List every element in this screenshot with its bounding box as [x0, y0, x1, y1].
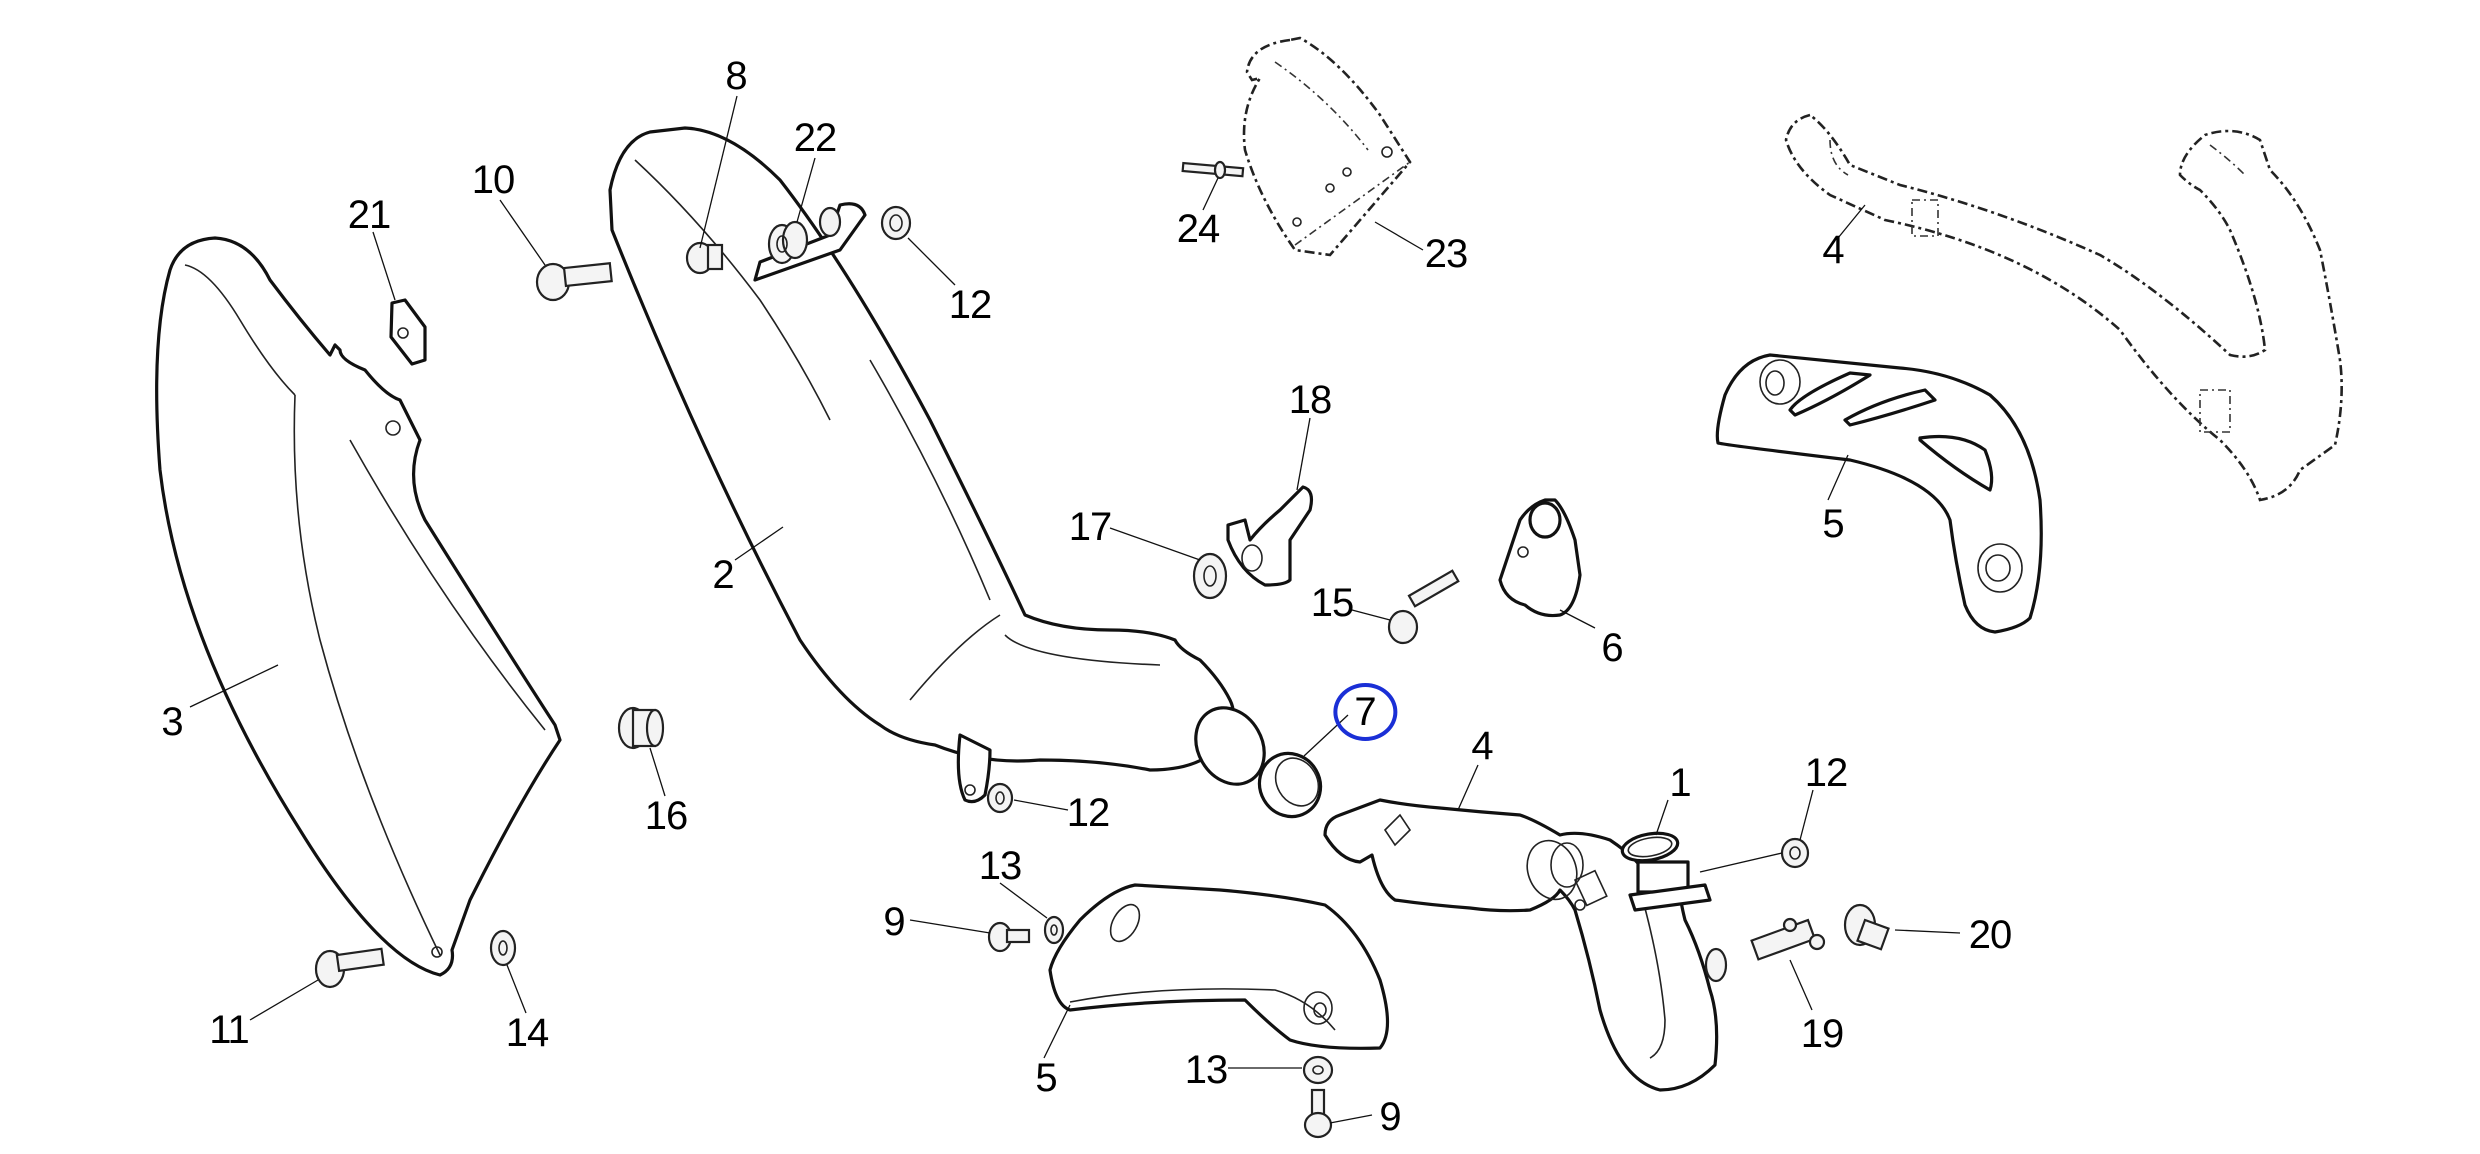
part-6-clamp[interactable]: [1498, 498, 1582, 618]
part-9-screw-bottom[interactable]: [1303, 1088, 1333, 1139]
leader-lines: [189, 95, 1961, 1124]
callout-6[interactable]: 6: [1601, 626, 1623, 670]
part-13-washer-left[interactable]: [1043, 915, 1065, 945]
part-21-square-nut[interactable]: [389, 298, 427, 366]
part-10-flange-bolt[interactable]: [535, 262, 613, 302]
callout-1[interactable]: 1: [1669, 761, 1691, 805]
callout-21[interactable]: 21: [347, 193, 391, 237]
callout-13-left[interactable]: 13: [978, 844, 1022, 888]
part-7-sleeve[interactable]: [1248, 742, 1332, 827]
callout-17[interactable]: 17: [1068, 505, 1112, 549]
callout-18[interactable]: 18: [1288, 378, 1332, 422]
part-5-heat-shield-right[interactable]: [1715, 353, 2043, 634]
part-15-bolt[interactable]: [1387, 569, 1460, 645]
callout-4-muffler[interactable]: 4: [1471, 724, 1493, 768]
callout-20[interactable]: 20: [1968, 913, 2012, 957]
callout-24[interactable]: 24: [1176, 207, 1220, 251]
callout-9-left[interactable]: 9: [883, 900, 905, 944]
part-1-gasket[interactable]: [1620, 829, 1680, 864]
callout-12-right[interactable]: 12: [1804, 751, 1848, 795]
part-17-washer[interactable]: [1192, 552, 1228, 600]
callout-4-header-alt[interactable]: 4: [1822, 228, 1844, 272]
callout-7-selected[interactable]: 7: [1354, 690, 1376, 734]
callout-2[interactable]: 2: [712, 553, 734, 597]
callout-15[interactable]: 15: [1310, 581, 1354, 625]
callout-5-lower[interactable]: 5: [1035, 1056, 1057, 1100]
part-3-side-cover[interactable]: [155, 236, 562, 977]
part-13-washer-bottom[interactable]: [1302, 1055, 1334, 1085]
part-16-plug[interactable]: [617, 706, 665, 750]
part-9-screw-left[interactable]: [987, 921, 1031, 953]
callout-23[interactable]: 23: [1424, 232, 1468, 276]
part-4-muffler-pipe[interactable]: [1323, 798, 1728, 1092]
part-23-end-cap[interactable]: [1242, 36, 1412, 257]
part-12-nut-top[interactable]: [880, 205, 912, 241]
callout-10[interactable]: 10: [471, 158, 515, 202]
callout-8[interactable]: 8: [725, 54, 747, 98]
callout-14[interactable]: 14: [505, 1011, 549, 1055]
part-4-header-pipe-alt[interactable]: [1784, 113, 2343, 502]
part-12-nut-right[interactable]: [1780, 837, 1810, 869]
callout-12-mid[interactable]: 12: [1066, 791, 1110, 835]
callout-22[interactable]: 22: [793, 116, 837, 160]
part-5-heat-shield-lower[interactable]: [1048, 883, 1390, 1050]
part-22-grommet[interactable]: [767, 220, 809, 265]
part-11-bolt[interactable]: [314, 947, 385, 989]
part-14-washer[interactable]: [489, 929, 517, 967]
callout-12-top[interactable]: 12: [948, 283, 992, 327]
part-20-sensor-cap[interactable]: [1843, 903, 1890, 951]
callout-13-bottom[interactable]: 13: [1184, 1048, 1228, 1092]
callout-3[interactable]: 3: [161, 700, 183, 744]
callout-5-right[interactable]: 5: [1822, 502, 1844, 546]
part-18-bracket[interactable]: [1226, 485, 1314, 587]
part-8-spacer[interactable]: [685, 241, 724, 275]
callout-11[interactable]: 11: [209, 1008, 250, 1052]
callout-19[interactable]: 19: [1800, 1012, 1844, 1056]
callout-9-bottom[interactable]: 9: [1379, 1095, 1401, 1139]
part-19-sensor[interactable]: [1750, 917, 1826, 961]
part-24-rivet[interactable]: [1181, 160, 1245, 180]
callout-16[interactable]: 16: [644, 794, 688, 838]
part-12-nut-mid[interactable]: [986, 782, 1014, 814]
